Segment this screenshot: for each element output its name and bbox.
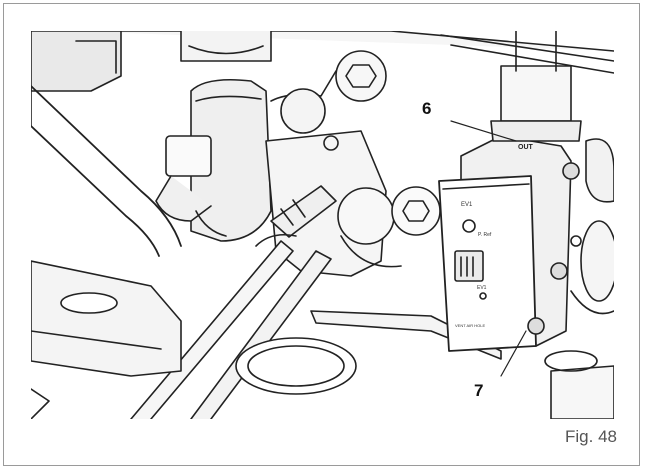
callout-7: 7 xyxy=(474,381,484,400)
gas-valve-illustration-icon: K xyxy=(31,31,614,419)
figure-frame: K xyxy=(3,3,640,466)
svg-text:P. Ref: P. Ref xyxy=(478,232,492,238)
callout-6: 6 xyxy=(422,99,432,118)
figure-caption: Fig. 48 xyxy=(565,427,617,446)
gas-valve-illustration: K xyxy=(31,31,614,419)
outlet-label: OUT xyxy=(518,144,534,151)
svg-text:VENT AIR HOLE: VENT AIR HOLE xyxy=(455,323,485,328)
svg-text:EV1: EV1 xyxy=(477,285,487,291)
svg-text:EV1: EV1 xyxy=(461,202,473,208)
